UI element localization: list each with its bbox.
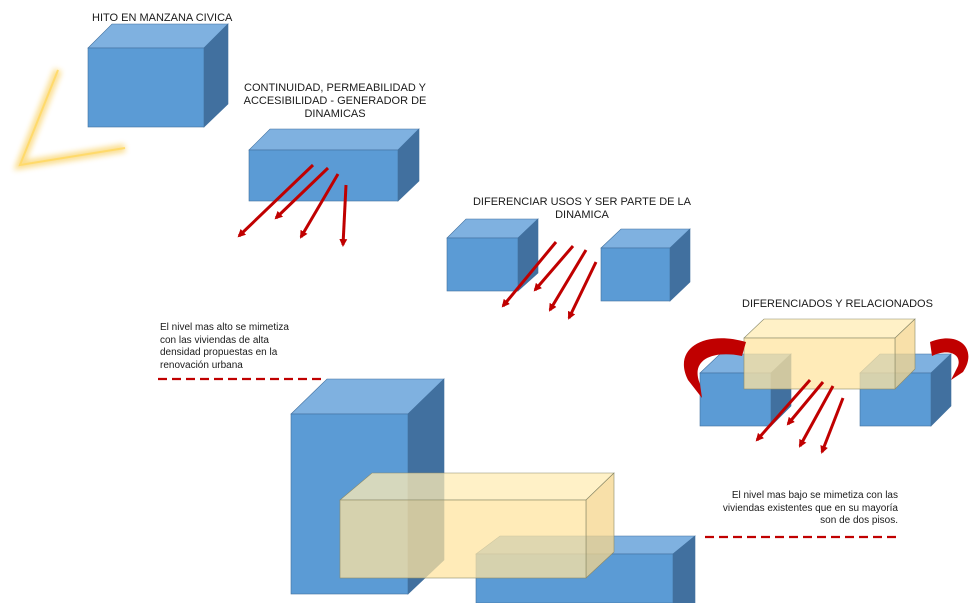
diferenciar-block-left (446, 218, 539, 292)
continuidad-block (248, 128, 420, 202)
relacionados-yellow-block (743, 318, 916, 390)
large-yellow-block (339, 472, 615, 579)
hito-block (87, 23, 229, 128)
label-hito: HITO EN MANZANA CIVICA (92, 12, 233, 24)
label-nivel-bajo: El nivel mas bajo se mimetiza con las vi… (722, 490, 898, 526)
curved-arrow-right (930, 338, 969, 380)
relacionados-arrows (755, 379, 845, 454)
label-diferenciados: DIFERENCIADOS Y RELACIONADOS (742, 298, 933, 310)
label-nivel-alto: El nivel mas alto se mimetiza con las vi… (160, 322, 289, 371)
glow-decoration (13, 68, 126, 171)
label-continuidad: CONTINUIDAD, PERMEABILIDAD Y ACCESIBILID… (243, 82, 427, 120)
diferenciar-block-right (600, 228, 691, 302)
curved-arrow-left (683, 338, 746, 398)
diferenciar-arrows (501, 241, 598, 320)
continuidad-arrows (237, 163, 348, 247)
label-diferenciar: DIFERENCIAR USOS Y SER PARTE DE LA DINAM… (472, 196, 692, 221)
